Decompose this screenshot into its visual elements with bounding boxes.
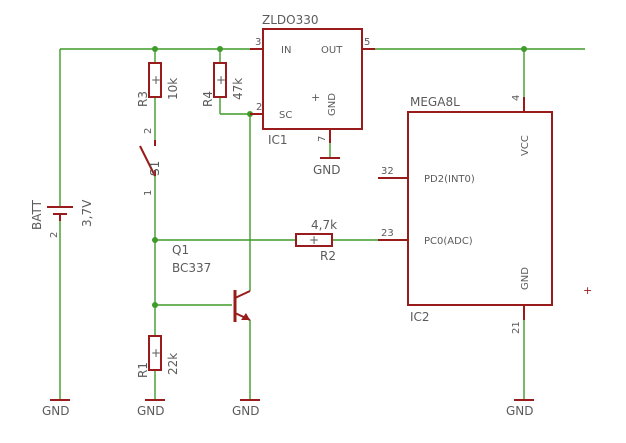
regulator-sc-num: 2 <box>256 102 262 113</box>
regulator-ic1: ZLDO330 IC1 IN 3 OUT 5 SC 2 GND 7 + <box>250 13 375 147</box>
mcu-gnd-label: GND <box>520 267 531 290</box>
r4-name-label: R4 <box>201 91 215 107</box>
regulator-gnd-label: GND <box>327 93 338 116</box>
junction-adc <box>152 237 158 243</box>
r1-name-label: R1 <box>136 362 150 378</box>
regulator-ref-label: IC1 <box>268 133 288 147</box>
resistor-r2: + 4,7k R2 <box>295 218 337 263</box>
ground-ic2: GND <box>506 399 534 418</box>
switch-name-label: S1 <box>148 161 162 176</box>
r2-value-label: 4,7k <box>311 218 337 232</box>
r4-body <box>213 62 227 98</box>
regulator-origin-marker: + <box>311 91 320 104</box>
switch-pin-bottom: 1 <box>143 190 154 196</box>
mcu-body <box>407 111 553 306</box>
r3-value-label: 10k <box>166 78 180 100</box>
junction-base <box>152 302 158 308</box>
regulator-body <box>262 28 363 130</box>
battery: BATT 2 3,7V <box>30 199 94 238</box>
ground-symbols: GND GND GND GND GND <box>42 157 534 418</box>
r4-value-label: 47k <box>231 78 245 100</box>
mcu-pd2-label: PD2(INT0) <box>424 174 475 185</box>
regulator-out-num: 5 <box>364 37 370 48</box>
regulator-in-num: 3 <box>255 37 261 48</box>
regulator-in-label: IN <box>281 45 291 56</box>
r2-name-label: R2 <box>320 249 336 263</box>
ground-ic1-label: GND <box>313 163 341 177</box>
r1-body <box>148 335 162 371</box>
ground-r1: GND <box>137 399 165 418</box>
regulator-out-label: OUT <box>321 45 343 56</box>
resistor-r4: + R4 47k <box>201 62 245 107</box>
battery-value-label: 3,7V <box>80 199 94 227</box>
junction-r4 <box>217 46 223 52</box>
r2-body <box>295 233 333 247</box>
r3-body <box>148 62 162 98</box>
transistor-q1: Q1 BC337 <box>172 243 251 322</box>
ground-q1-label: GND <box>232 404 260 418</box>
r3-origin-marker: + <box>151 73 161 87</box>
ground-q1: GND <box>232 399 260 418</box>
battery-pin-label: 2 <box>49 232 60 238</box>
ground-ic2-label: GND <box>506 404 534 418</box>
transistor-collector <box>234 290 251 299</box>
r4-origin-marker: + <box>216 73 226 87</box>
mcu-pc0-num: 23 <box>381 228 394 239</box>
mcu-ic2: MEGA8L IC2 VCC 4 PD2(INT0) 32 PC0(ADC) 2… <box>378 95 553 334</box>
regulator-sc-label: SC <box>279 110 292 121</box>
mcu-pc0-label: PC0(ADC) <box>424 236 473 247</box>
mcu-gnd-num: 21 <box>511 321 522 334</box>
regulator-part-label: ZLDO330 <box>262 13 319 27</box>
wires <box>59 46 585 400</box>
battery-name-label: BATT <box>30 199 44 230</box>
r3-name-label: R3 <box>136 91 150 107</box>
mcu-vcc-num: 4 <box>511 95 522 101</box>
transistor-emitter-arrow <box>241 313 250 320</box>
regulator-gnd-num: 7 <box>317 136 328 142</box>
junction-vcc <box>521 46 527 52</box>
ground-r1-label: GND <box>137 404 165 418</box>
junction-r3 <box>152 46 158 52</box>
r1-origin-marker: + <box>151 346 161 360</box>
ground-batt-label: GND <box>42 404 70 418</box>
resistor-r3: + R3 10k <box>136 62 180 107</box>
switch-blade <box>139 145 156 177</box>
switch-pin-top: 2 <box>143 128 154 134</box>
mcu-vcc-label: VCC <box>520 135 531 156</box>
mcu-part-label: MEGA8L <box>410 95 460 109</box>
transistor-part-label: BC337 <box>172 261 211 275</box>
mcu-pd2-num: 32 <box>381 166 394 177</box>
ground-batt: GND <box>42 399 70 418</box>
switch-s1: 2 S1 1 <box>139 128 162 196</box>
r1-value-label: 22k <box>166 353 180 375</box>
transistor-ref-label: Q1 <box>172 243 189 257</box>
ground-ic1: GND <box>313 157 341 177</box>
resistor-r1: + R1 22k <box>136 335 180 378</box>
r2-origin-marker: + <box>309 233 319 247</box>
sheet-origin-marker: + <box>583 284 592 297</box>
mcu-ref-label: IC2 <box>410 310 430 324</box>
